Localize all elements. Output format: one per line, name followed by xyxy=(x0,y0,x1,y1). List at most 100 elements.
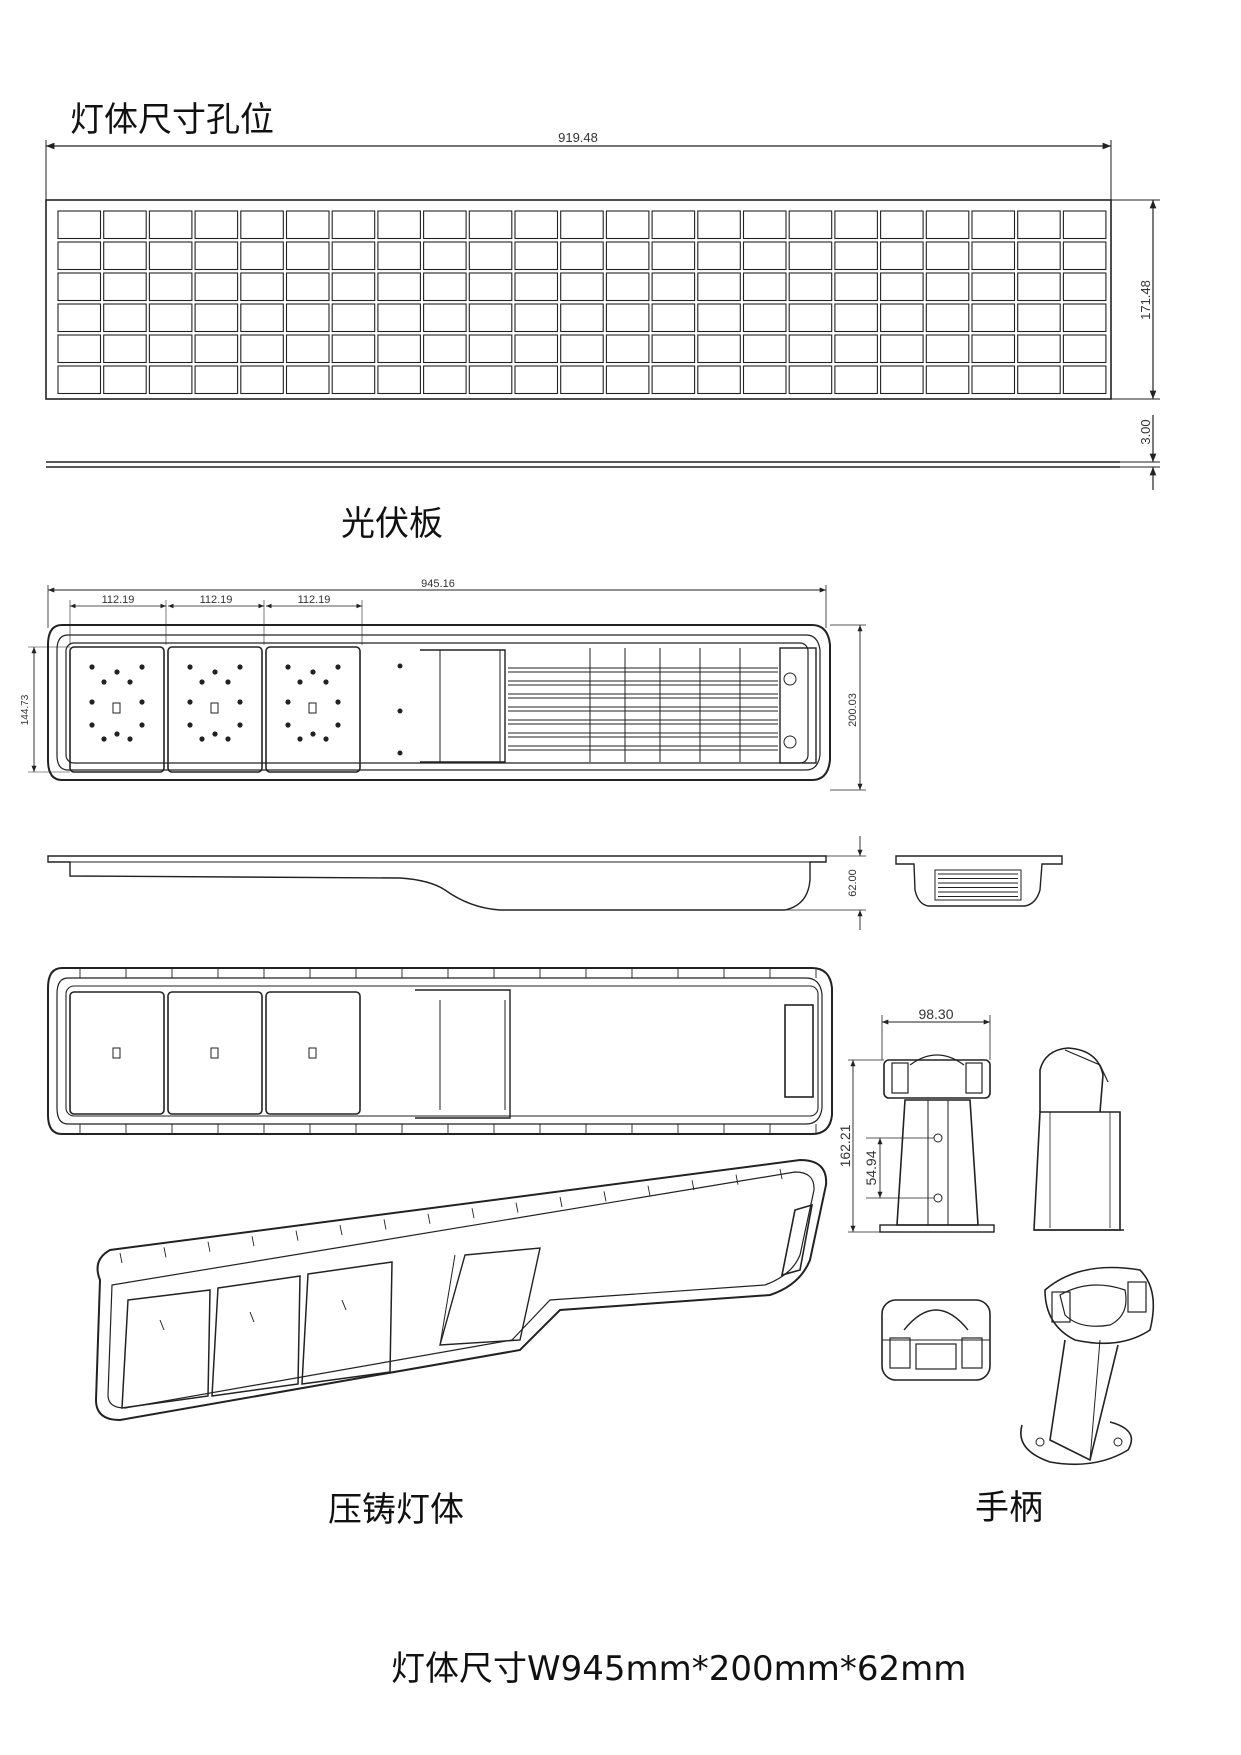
solar-cell xyxy=(560,303,604,333)
solar-cell xyxy=(1062,272,1107,302)
solar-cell xyxy=(285,241,330,271)
module-pitch-dim-2: 112.19 xyxy=(200,594,233,606)
solar-cell xyxy=(1062,334,1107,364)
solar-cell xyxy=(697,241,741,271)
handle-height-dim: 162.21 xyxy=(837,1124,853,1167)
solar-cell xyxy=(331,241,376,271)
solar-cell xyxy=(788,365,833,395)
solar-cell xyxy=(925,334,970,364)
solar-cell xyxy=(148,365,193,395)
die-cast-side-view xyxy=(47,836,1063,930)
handle-front-view xyxy=(848,1015,995,1233)
solar-cell xyxy=(651,365,696,395)
handle-side-view xyxy=(1033,1047,1124,1231)
solar-cell xyxy=(285,272,330,302)
solar-cell xyxy=(605,272,650,302)
solar-cell xyxy=(742,210,787,240)
solar-cell xyxy=(971,272,1016,302)
solar-cell xyxy=(1062,210,1107,240)
solar-cell xyxy=(148,210,193,240)
solar-cell xyxy=(148,272,193,302)
solar-cell xyxy=(240,272,284,302)
solar-cell xyxy=(880,303,924,333)
panel-height-dim: 171.48 xyxy=(1138,280,1153,320)
solar-cell xyxy=(514,303,559,333)
solar-cell xyxy=(514,334,559,364)
solar-panel-view xyxy=(45,140,1160,490)
solar-cell xyxy=(514,210,559,240)
solar-cell xyxy=(423,272,467,302)
solar-cell xyxy=(697,334,741,364)
solar-cell xyxy=(1017,303,1061,333)
solar-cell xyxy=(514,241,559,271)
solar-cell xyxy=(834,365,878,395)
solar-cell xyxy=(377,272,421,302)
solar-cell xyxy=(103,272,147,302)
solar-cell xyxy=(742,272,787,302)
solar-cell xyxy=(880,272,924,302)
solar-cell xyxy=(57,272,102,302)
solar-cell xyxy=(514,272,559,302)
solar-cell xyxy=(971,210,1016,240)
solar-cell xyxy=(834,210,878,240)
solar-cell xyxy=(880,241,924,271)
solar-cell xyxy=(514,365,559,395)
solar-cell xyxy=(240,303,284,333)
solar-cell xyxy=(1062,241,1107,271)
handle-title: 手柄 xyxy=(975,1488,1043,1528)
solar-cell xyxy=(788,210,833,240)
solar-cell xyxy=(651,272,696,302)
solar-cell xyxy=(285,334,330,364)
solar-cell xyxy=(423,241,467,271)
solar-cell xyxy=(651,334,696,364)
handle-width-dim: 98.30 xyxy=(918,1006,953,1022)
solar-cell xyxy=(57,303,102,333)
body-width-dim: 200.03 xyxy=(847,693,859,727)
solar-cell xyxy=(285,210,330,240)
hole-positions-title: 灯体尺寸孔位 xyxy=(70,100,274,140)
solar-cell xyxy=(103,303,147,333)
handle-top-view xyxy=(881,1299,991,1381)
side-height-dim: 62.00 xyxy=(847,869,859,897)
solar-panel-title: 光伏板 xyxy=(341,504,443,544)
die-cast-isometric-view xyxy=(94,1158,828,1422)
solar-cell xyxy=(194,334,239,364)
solar-cell xyxy=(560,241,604,271)
die-cast-top-view xyxy=(28,585,866,791)
solar-cell xyxy=(925,303,970,333)
solar-cell xyxy=(971,365,1016,395)
solar-cell xyxy=(194,210,239,240)
solar-cell xyxy=(560,365,604,395)
solar-cell xyxy=(788,241,833,271)
solar-cell xyxy=(742,303,787,333)
solar-cell xyxy=(1062,303,1107,333)
module-pitch-dim-3: 112.19 xyxy=(298,594,331,606)
solar-cell xyxy=(697,210,741,240)
solar-cell xyxy=(285,303,330,333)
solar-cell xyxy=(1017,365,1061,395)
solar-cell xyxy=(331,210,376,240)
solar-cell xyxy=(377,210,421,240)
solar-cell xyxy=(971,334,1016,364)
solar-cell xyxy=(788,334,833,364)
solar-cell xyxy=(1017,241,1061,271)
solar-cell xyxy=(148,241,193,271)
solar-cell xyxy=(331,365,376,395)
solar-cell xyxy=(560,272,604,302)
solar-cell xyxy=(468,272,513,302)
solar-cell xyxy=(468,303,513,333)
solar-cell xyxy=(148,303,193,333)
solar-cell xyxy=(468,241,513,271)
solar-cell xyxy=(742,241,787,271)
solar-cell xyxy=(468,210,513,240)
solar-cell xyxy=(103,210,147,240)
solar-cell xyxy=(103,365,147,395)
solar-cell xyxy=(834,334,878,364)
module-pitch-dim-1: 112.19 xyxy=(102,594,135,606)
panel-thickness-dim: 3.00 xyxy=(1138,419,1153,444)
module-height-dim: 144.73 xyxy=(20,694,31,725)
solar-cell xyxy=(377,303,421,333)
solar-cell xyxy=(560,334,604,364)
solar-cell xyxy=(834,303,878,333)
